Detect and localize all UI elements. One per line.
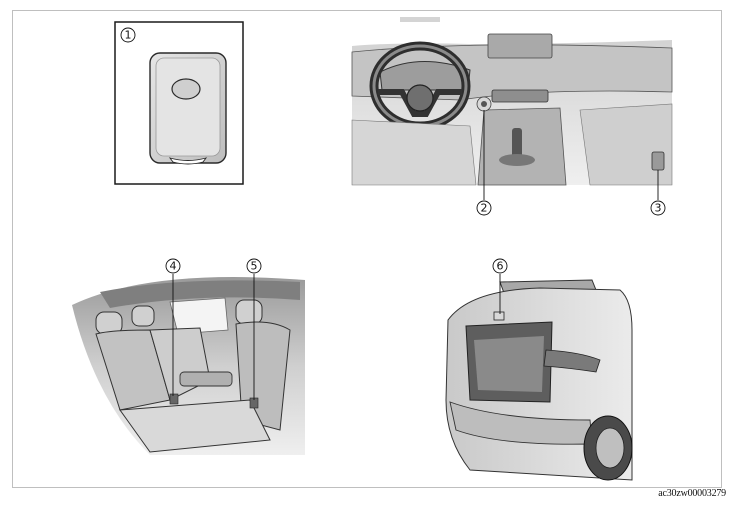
callout-1-label: 1 bbox=[125, 29, 132, 42]
callout-4: 4 bbox=[165, 258, 181, 274]
callout-2-label: 2 bbox=[481, 202, 488, 215]
callout-4-label: 4 bbox=[170, 260, 177, 273]
callout-5: 5 bbox=[246, 258, 262, 274]
callout-3-label: 3 bbox=[655, 202, 662, 215]
key-fob-panel bbox=[114, 21, 244, 185]
callout-6-label: 6 bbox=[497, 260, 504, 273]
cargo-panel bbox=[445, 274, 633, 481]
callout-2: 2 bbox=[476, 200, 492, 216]
callout-5-label: 5 bbox=[251, 260, 258, 273]
image-code: ac30zw00003279 bbox=[658, 488, 726, 499]
callout-3: 3 bbox=[650, 200, 666, 216]
callout-1: 1 bbox=[120, 27, 136, 43]
key-fob bbox=[149, 52, 227, 165]
rear-seat-panel bbox=[72, 274, 305, 455]
dashboard-panel bbox=[351, 17, 673, 200]
callout-6: 6 bbox=[492, 258, 508, 274]
